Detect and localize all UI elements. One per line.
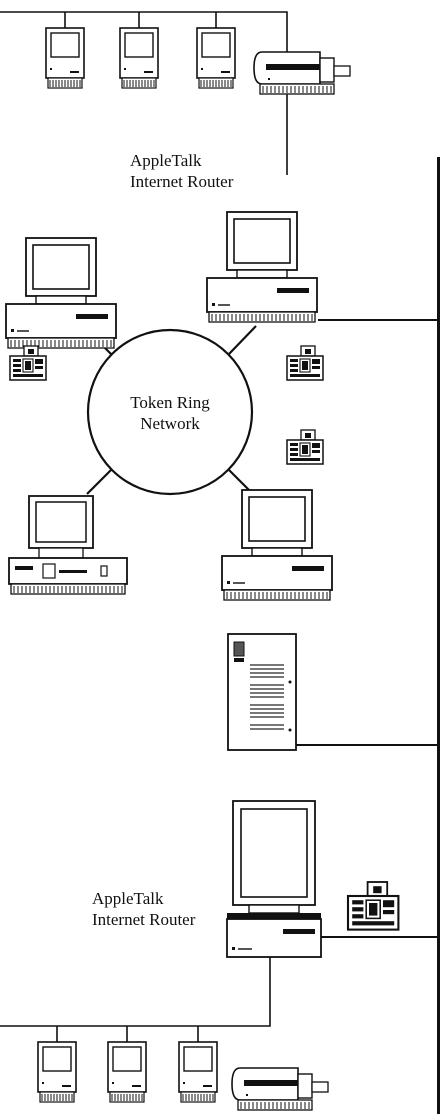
ethernet-backbone xyxy=(437,157,440,1114)
top-router-label-line2: Internet Router xyxy=(130,172,234,191)
compact-mac-icon xyxy=(107,1041,147,1103)
phone-fax-icon xyxy=(286,429,324,465)
bottom-router-label-line2: Internet Router xyxy=(92,910,196,929)
compact-mac-icon xyxy=(119,27,159,89)
top-router-label-line1: AppleTalk xyxy=(130,151,202,170)
compact-mac-icon xyxy=(178,1041,218,1103)
phone-fax-icon xyxy=(9,345,47,381)
laserwriter-printer-icon xyxy=(231,1067,329,1111)
compact-mac-icon xyxy=(196,27,236,89)
compact-mac-icon xyxy=(45,27,85,89)
top-router-label: AppleTalk Internet Router xyxy=(130,150,233,192)
file-server-tower-icon xyxy=(227,633,297,751)
ring-macintosh-workstation-icon xyxy=(5,237,117,349)
compact-mac-icon xyxy=(37,1041,77,1103)
pc-workstation-icon xyxy=(8,495,128,595)
bottom-router-macintosh-icon xyxy=(226,800,322,958)
bottom-router-label-line1: AppleTalk xyxy=(92,889,164,908)
token-ring-label: Token Ring Network xyxy=(110,392,230,434)
top-network-bus xyxy=(0,11,288,175)
token-ring-label-line1: Token Ring xyxy=(130,393,210,412)
top-router-macintosh-icon xyxy=(206,211,318,323)
bottom-network-bus xyxy=(0,957,271,1042)
phone-fax-icon xyxy=(286,345,324,381)
token-ring-label-line2: Network xyxy=(140,414,200,433)
laserwriter-printer-icon xyxy=(253,51,351,95)
phone-fax-icon xyxy=(346,880,400,931)
ring-macintosh-workstation-icon xyxy=(221,489,333,601)
bottom-router-label: AppleTalk Internet Router xyxy=(92,888,195,930)
